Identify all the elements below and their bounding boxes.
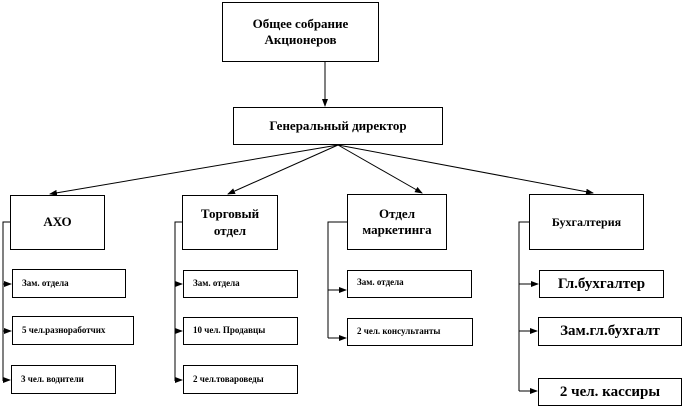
dept-title: Торговый xyxy=(200,206,260,222)
staff-box: Зам.гл.бухгалт xyxy=(538,317,682,346)
staff-box: Зам. отдела xyxy=(12,269,126,298)
staff-label: Зам. отдела xyxy=(22,277,69,288)
staff-label: 2 чел. кассиры xyxy=(559,383,661,400)
staff-label: 2 чел. консультанты xyxy=(357,326,441,337)
dept-title: Бухгалтерия xyxy=(551,214,622,229)
staff-box: 3 чел. водители xyxy=(11,365,116,394)
root-line2: Акционеров xyxy=(264,32,337,47)
dept-title: отдел xyxy=(213,222,247,238)
staff-label: Зам.гл.бухгалт xyxy=(560,323,660,340)
arrow-director-accounting xyxy=(337,144,594,195)
arrow-director-marketing xyxy=(337,144,423,194)
staff-label: Зам. отдела xyxy=(357,277,404,287)
dept-title: маркетинга xyxy=(362,222,432,237)
staff-box: 5 чел.разноработчих xyxy=(12,316,134,345)
staff-box: 2 чел. консультанты xyxy=(347,318,473,346)
staff-label: Гл.бухгалтер xyxy=(557,275,646,292)
staff-box: 2 чел.товароведы xyxy=(183,365,298,394)
general-director-box: Генеральный директор xyxy=(233,107,443,145)
shareholders-meeting-box: Общее собрание Акционеров xyxy=(222,2,379,62)
dept-axo-box: АХО xyxy=(10,195,105,250)
root-line1: Общее собрание xyxy=(252,15,349,31)
director-label: Генеральный директор xyxy=(269,117,407,133)
staff-box: 10 чел. Продавцы xyxy=(183,317,298,345)
staff-box: Гл.бухгалтер xyxy=(539,270,664,298)
staff-label: 10 чел. Продавцы xyxy=(193,325,266,336)
staff-label: 2 чел.товароведы xyxy=(193,373,264,384)
staff-label: 3 чел. водители xyxy=(21,373,84,384)
staff-box: 2 чел. кассиры xyxy=(538,378,682,406)
staff-label: Зам. отдела xyxy=(193,278,240,289)
staff-label: 5 чел.разноработчих xyxy=(22,324,106,335)
arrow-director-trade xyxy=(227,144,339,195)
staff-box: Зам. отдела xyxy=(183,270,298,298)
dept-title: АХО xyxy=(43,214,72,230)
staff-box: Зам. отдела xyxy=(347,270,472,298)
dept-title: Отдел xyxy=(379,205,415,221)
arrow-director-axo xyxy=(49,144,339,196)
dept-accounting-box: Бухгалтерия xyxy=(529,194,644,250)
